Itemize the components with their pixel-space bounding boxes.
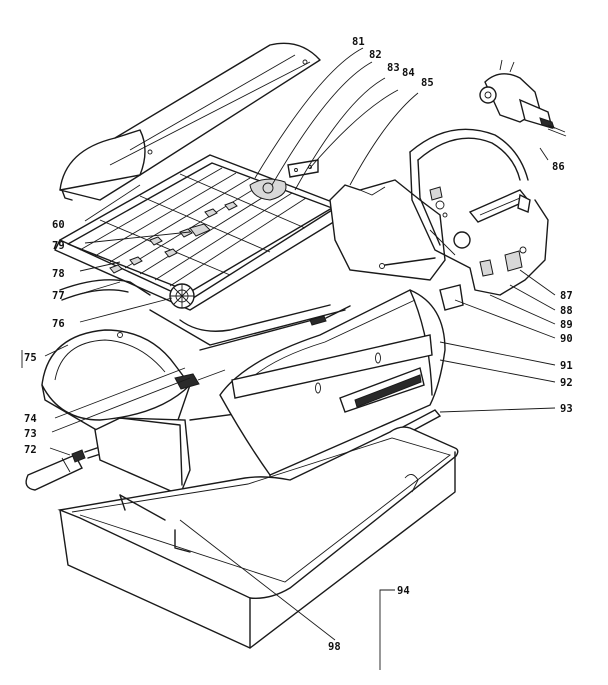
- callout-74: 74: [24, 413, 37, 425]
- callout-89: 89: [560, 319, 573, 331]
- callout-92: 92: [560, 377, 573, 389]
- part-bracket-frame: [409, 128, 549, 296]
- callout-76: 76: [52, 318, 65, 330]
- part-drip-tray: [57, 426, 459, 649]
- callout-77: 77: [52, 290, 65, 302]
- leader-lines: [21, 47, 556, 670]
- callout-73: 73: [24, 428, 37, 440]
- callout-87: 87: [560, 290, 573, 302]
- part-top-lid: [59, 42, 321, 201]
- part-main-hood: [219, 289, 446, 521]
- callout-78: 78: [52, 268, 65, 280]
- callout-94: 94: [397, 585, 410, 597]
- callout-75: 75: [24, 352, 37, 364]
- callout-93: 93: [560, 403, 573, 415]
- callout-91: 91: [560, 360, 573, 372]
- callout-81: 81: [352, 36, 365, 48]
- callout-84: 84: [402, 67, 415, 79]
- callout-98: 98: [328, 641, 341, 653]
- part-left-end-cap: [41, 329, 226, 433]
- callout-86: 86: [552, 161, 565, 173]
- callout-90: 90: [560, 333, 573, 345]
- callout-79: 79: [52, 240, 65, 252]
- part-heat-shield: [329, 179, 464, 311]
- callout-88: 88: [560, 305, 573, 317]
- callout-60: 60: [52, 219, 65, 231]
- callout-83: 83: [387, 62, 400, 74]
- callout-85: 85: [421, 77, 434, 89]
- part-spit-assembly: [59, 279, 351, 351]
- part-motor: [479, 59, 567, 137]
- callout-72: 72: [24, 444, 37, 456]
- callout-82: 82: [369, 49, 382, 61]
- callout-labels: 81 82 83 84 85 86 60 79 78 77 76 75 74 7…: [24, 36, 573, 653]
